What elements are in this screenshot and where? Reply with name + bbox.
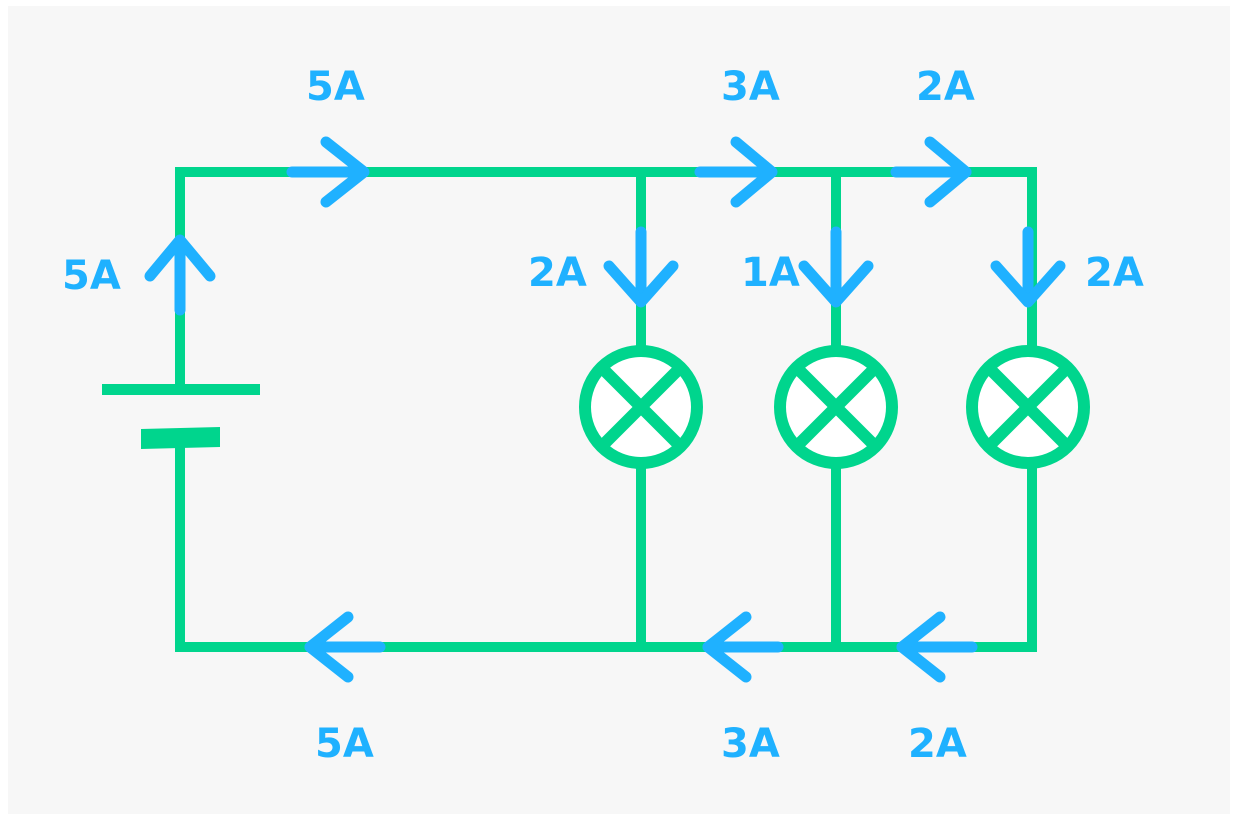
label-bottom-main: 5A bbox=[315, 721, 374, 767]
battery-negative-plate bbox=[141, 427, 220, 449]
lamp-1 bbox=[579, 345, 703, 469]
label-lamp-2-current: 1A bbox=[741, 250, 800, 296]
arrow-top-main-right bbox=[286, 136, 370, 208]
label-lamp-3-current: 2A bbox=[1085, 250, 1144, 296]
battery bbox=[102, 384, 260, 449]
label-top-main: 5A bbox=[306, 64, 365, 110]
battery-positive-plate bbox=[102, 384, 260, 395]
lamp-2-cross-b bbox=[791, 362, 881, 452]
lamp-3 bbox=[966, 345, 1090, 469]
arrow-top-right-right bbox=[890, 136, 972, 208]
arrow-bottom-right-left bbox=[896, 611, 978, 683]
arrow-battery-up bbox=[144, 234, 216, 316]
arrow-top-middle-right bbox=[694, 136, 778, 208]
label-top-right: 2A bbox=[916, 64, 975, 110]
arrow-bottom-main-left bbox=[304, 611, 386, 683]
label-bottom-right: 2A bbox=[908, 721, 967, 767]
arrow-branch-1-down bbox=[603, 226, 679, 308]
label-lamp-1-current: 2A bbox=[528, 250, 587, 296]
current-labels: 5A 5A 3A 2A 2A 1A 2A 5A 3A 2A bbox=[62, 64, 1144, 767]
lamp-2 bbox=[774, 345, 898, 469]
lamp-1-cross-b bbox=[596, 362, 686, 452]
lamp-3-cross-b bbox=[983, 362, 1073, 452]
arrow-branch-2-down bbox=[798, 226, 874, 308]
arrow-branch-3-down bbox=[990, 226, 1066, 308]
label-battery-current: 5A bbox=[62, 253, 121, 299]
arrow-bottom-middle-left bbox=[702, 611, 784, 683]
current-arrows bbox=[144, 136, 1066, 683]
label-top-middle: 3A bbox=[721, 64, 780, 110]
label-bottom-middle: 3A bbox=[721, 721, 780, 767]
